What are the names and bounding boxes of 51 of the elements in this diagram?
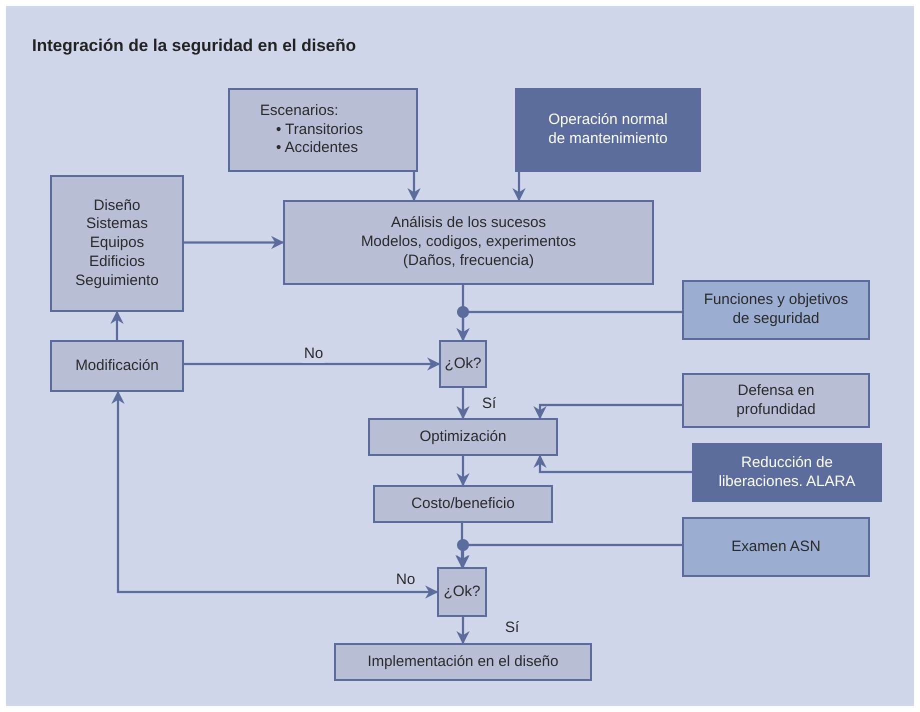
process-box (373, 485, 553, 523)
process-box (692, 443, 882, 502)
node-text: Escenarios: (260, 102, 338, 121)
node-text: Optimización (420, 428, 506, 446)
node-text: Sistemas (86, 215, 148, 234)
process-box (283, 200, 654, 285)
node-text: (Daños, frecuencia) (403, 252, 534, 271)
node-text: Defensa en profundidad (735, 382, 817, 420)
node-text: Implementación en el diseño (368, 652, 558, 672)
node-text: ¿Ok? (444, 354, 482, 374)
diagram-title: Integración de la seguridad en el diseño (32, 36, 356, 56)
process-box (334, 643, 592, 681)
node-text: Funciones y objetivos de seguridad (702, 291, 850, 329)
connector-arrow (456, 544, 682, 568)
node-text: Equipos (90, 234, 144, 253)
connector-arrow (407, 172, 421, 202)
list-item: • Accidentes (275, 139, 358, 158)
node-text: Reducción de liberaciones. ALARA (718, 454, 856, 492)
list-item: • Transitorios (275, 120, 363, 140)
connector-arrow (455, 523, 469, 568)
node-text: Diseño (94, 196, 140, 216)
process-box (50, 175, 184, 312)
node-text: Edificios (89, 252, 145, 272)
process-box (50, 340, 184, 392)
process-box (682, 373, 870, 428)
node-text: Modificación (75, 356, 159, 376)
node-text: Examen ASN (731, 538, 821, 556)
connector-arrow (456, 617, 470, 644)
connector-arrow (456, 388, 470, 420)
connector-arrow (184, 236, 284, 250)
node-text: ¿Ok? (444, 582, 480, 602)
connector-arrow (110, 310, 124, 340)
node-text: Operación normal de mantenimiento (547, 111, 669, 149)
connector-arrow (456, 456, 470, 486)
connector-arrow (533, 454, 692, 474)
decision-box (439, 340, 487, 388)
node-text: Análisis de los sucesos (390, 214, 546, 234)
process-box (515, 88, 701, 172)
decision-box (437, 567, 487, 617)
process-box (682, 517, 870, 577)
connector-arrow (184, 357, 440, 371)
connector-arrow (456, 310, 682, 342)
connector-arrow (512, 172, 526, 202)
node-text: Costo/beneficio (411, 494, 515, 514)
node-text: Modelos, codigos, experimentos (360, 233, 576, 252)
connector-arrow (533, 404, 682, 420)
connector-arrow (111, 390, 438, 599)
node-text: Seguimiento (75, 272, 159, 290)
process-box (368, 418, 558, 456)
process-box (682, 280, 870, 340)
process-box (228, 88, 418, 172)
